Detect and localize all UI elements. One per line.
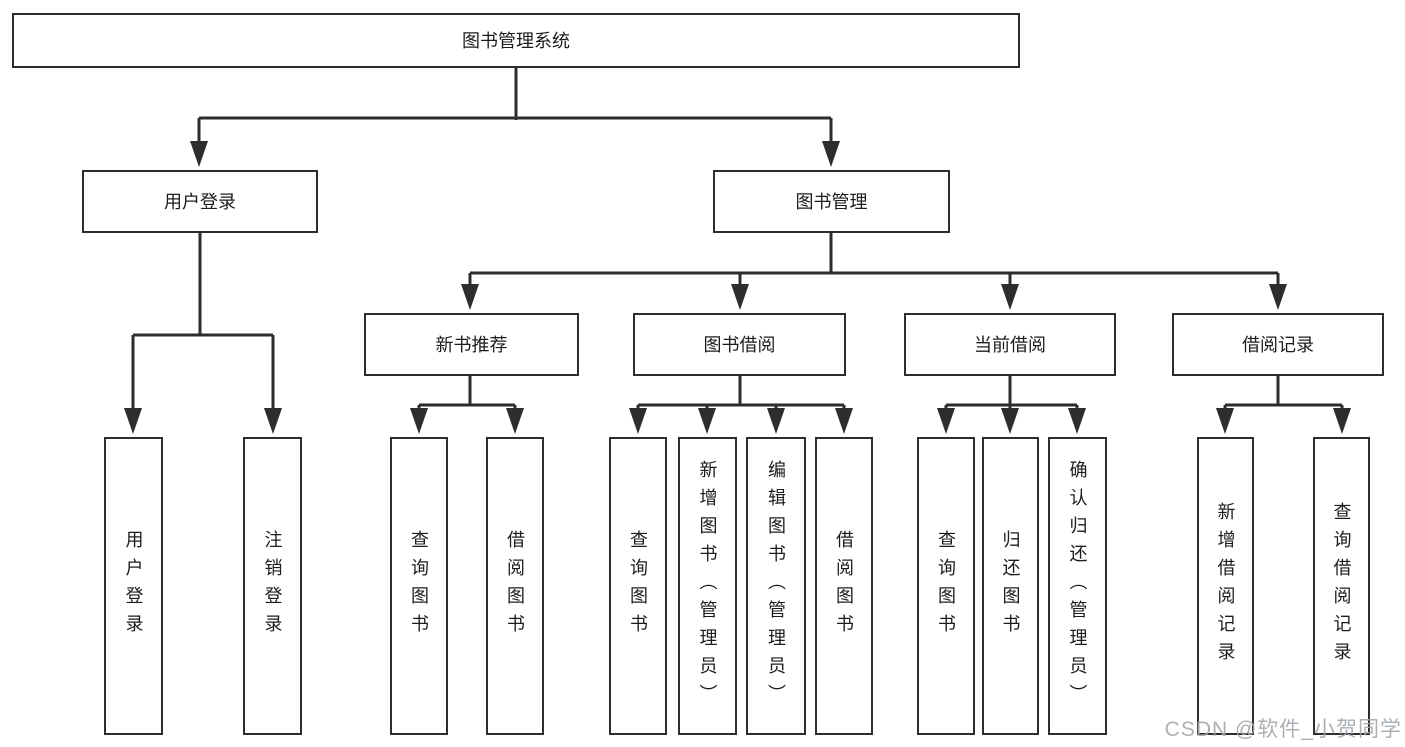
node-leaf-query-borrow-record: 查询借阅记录 <box>1313 437 1370 735</box>
arrowhead-current-return <box>1001 408 1019 434</box>
arrowhead-record <box>1269 284 1287 310</box>
node-leaf-edit-book-admin-label: 编辑图书（管理员） <box>766 460 786 712</box>
arrowhead-login <box>190 141 208 167</box>
node-leaf-borrow-query-book: 查询图书 <box>609 437 667 735</box>
node-book-mgmt-module: 图书管理 <box>713 170 950 233</box>
node-new-book-rec-label: 新书推荐 <box>435 334 508 355</box>
node-leaf-rec-query-book: 查询图书 <box>390 437 448 735</box>
node-current-borrow-label: 当前借阅 <box>974 334 1046 355</box>
arrowhead-borrow-borrow <box>835 408 853 434</box>
arrowhead-current <box>1001 284 1019 310</box>
arrowhead-user-login <box>124 408 142 434</box>
node-user-login-module: 用户登录 <box>82 170 318 233</box>
arrowhead-current-confirm <box>1068 408 1086 434</box>
node-leaf-rec-borrow-book-label: 借阅图书 <box>505 530 525 642</box>
node-system-root: 图书管理系统 <box>12 13 1020 68</box>
arrowhead-record-add <box>1216 408 1234 434</box>
arrowhead-record-query <box>1333 408 1351 434</box>
node-leaf-borrow-book: 借阅图书 <box>815 437 873 735</box>
node-leaf-add-book-admin-label: 新增图书（管理员） <box>697 460 718 712</box>
arrowhead-rec-query <box>410 408 428 434</box>
node-leaf-query-borrow-record-label: 查询借阅记录 <box>1331 502 1352 670</box>
node-new-book-rec: 新书推荐 <box>364 313 579 376</box>
arrowhead-rec <box>461 284 479 310</box>
arrowhead-borrow-add <box>698 408 716 434</box>
arrowhead-borrow <box>731 284 749 310</box>
node-leaf-logout-label: 注销登录 <box>262 530 283 642</box>
node-leaf-rec-query-book-label: 查询图书 <box>409 530 429 642</box>
arrowhead-logout <box>264 408 282 434</box>
arrowhead-rec-borrow <box>506 408 524 434</box>
node-book-mgmt-module-label: 图书管理 <box>795 191 868 212</box>
node-system-root-label: 图书管理系统 <box>462 30 570 51</box>
node-book-borrow-label: 图书借阅 <box>703 334 776 355</box>
arrowhead-mgmt <box>822 141 840 167</box>
node-book-borrow: 图书借阅 <box>633 313 846 376</box>
node-leaf-confirm-return-admin-label: 确认归还（管理员） <box>1067 460 1088 712</box>
node-leaf-confirm-return-admin: 确认归还（管理员） <box>1048 437 1107 735</box>
node-leaf-user-login-label: 用户登录 <box>123 530 144 642</box>
node-leaf-borrow-book-label: 借阅图书 <box>834 530 854 642</box>
arrowhead-borrow-query <box>629 408 647 434</box>
node-leaf-return-book: 归还图书 <box>982 437 1039 735</box>
node-borrow-record-label: 借阅记录 <box>1242 334 1314 355</box>
node-leaf-logout: 注销登录 <box>243 437 302 735</box>
node-user-login-module-label: 用户登录 <box>164 191 236 212</box>
node-leaf-current-query-book-label: 查询图书 <box>936 530 956 642</box>
node-leaf-return-book-label: 归还图书 <box>1000 530 1021 642</box>
node-leaf-edit-book-admin: 编辑图书（管理员） <box>746 437 806 735</box>
node-leaf-borrow-query-book-label: 查询图书 <box>628 530 648 642</box>
node-borrow-record: 借阅记录 <box>1172 313 1384 376</box>
node-leaf-add-borrow-record: 新增借阅记录 <box>1197 437 1254 735</box>
node-leaf-add-borrow-record-label: 新增借阅记录 <box>1215 502 1236 670</box>
node-leaf-rec-borrow-book: 借阅图书 <box>486 437 544 735</box>
csdn-watermark: CSDN @软件_小贺同学 <box>1164 718 1402 741</box>
arrowhead-borrow-edit <box>767 408 785 434</box>
arrowhead-current-query <box>937 408 955 434</box>
node-leaf-current-query-book: 查询图书 <box>917 437 975 735</box>
node-current-borrow: 当前借阅 <box>904 313 1116 376</box>
node-leaf-add-book-admin: 新增图书（管理员） <box>678 437 737 735</box>
node-leaf-user-login: 用户登录 <box>104 437 163 735</box>
